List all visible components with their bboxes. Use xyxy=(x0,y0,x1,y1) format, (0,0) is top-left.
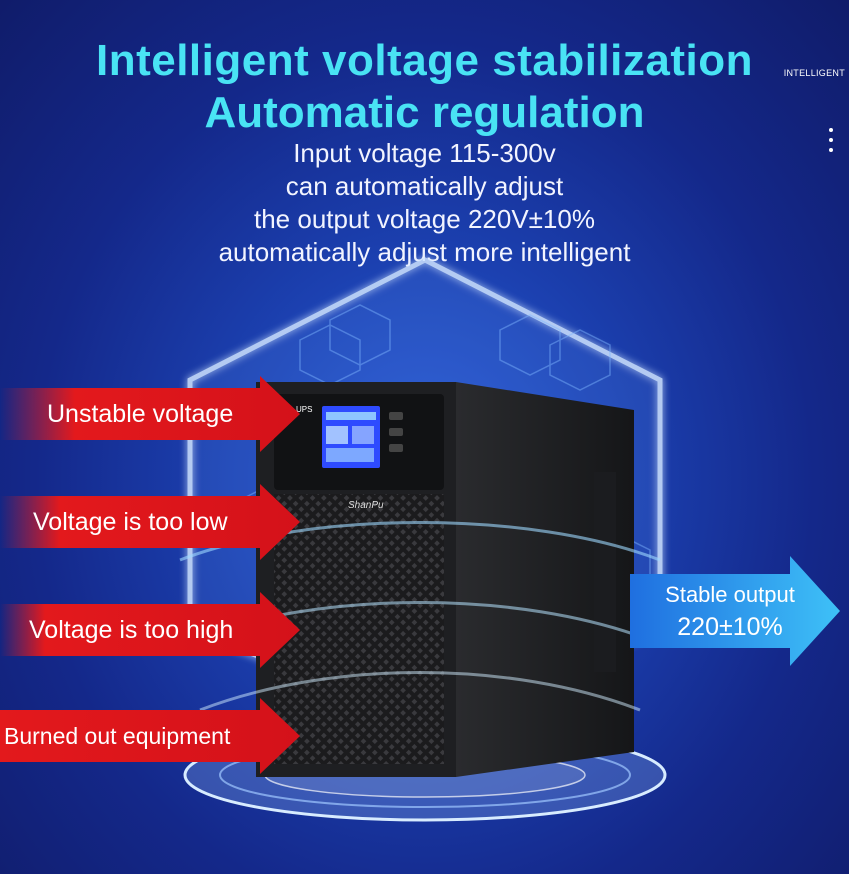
more-vertical-icon[interactable] xyxy=(827,128,835,158)
stable-output-label: Stable output xyxy=(665,582,795,607)
problem-voltage-too-high: Voltage is too high xyxy=(0,592,300,668)
headline-line-2: Automatic regulation xyxy=(204,88,645,137)
problem-burned-out-equipment: Burned out equipment xyxy=(0,698,300,774)
problem-label: Voltage is too high xyxy=(29,616,234,644)
stable-output-arrow: Stable output 220±10% xyxy=(630,556,840,666)
arrow-right-icon xyxy=(0,484,300,560)
description-line-1: Input voltage 115-300v xyxy=(293,138,556,168)
problem-voltage-too-low: Voltage is too low xyxy=(0,484,300,560)
problem-label: Unstable voltage xyxy=(47,400,234,428)
problem-unstable-voltage: Unstable voltage xyxy=(0,376,300,452)
panel-label: UPS xyxy=(296,405,312,414)
arrow-right-icon xyxy=(0,592,300,668)
problem-label: Burned out equipment xyxy=(4,723,231,749)
description-line-3: the output voltage 220V±10% xyxy=(254,204,595,234)
brand-logo: ShanPu xyxy=(348,500,384,511)
arrow-right-icon xyxy=(0,698,300,774)
arrow-right-icon xyxy=(630,556,840,666)
stable-output-value: 220±10% xyxy=(677,613,783,641)
headline-line-1: Intelligent voltage stabilization xyxy=(95,36,753,85)
arrow-right-icon xyxy=(0,376,300,452)
description-line-2: can automatically adjust xyxy=(285,171,564,201)
problem-label: Voltage is too low xyxy=(33,508,228,536)
corner-tag: INTELLIGENT xyxy=(783,68,845,78)
